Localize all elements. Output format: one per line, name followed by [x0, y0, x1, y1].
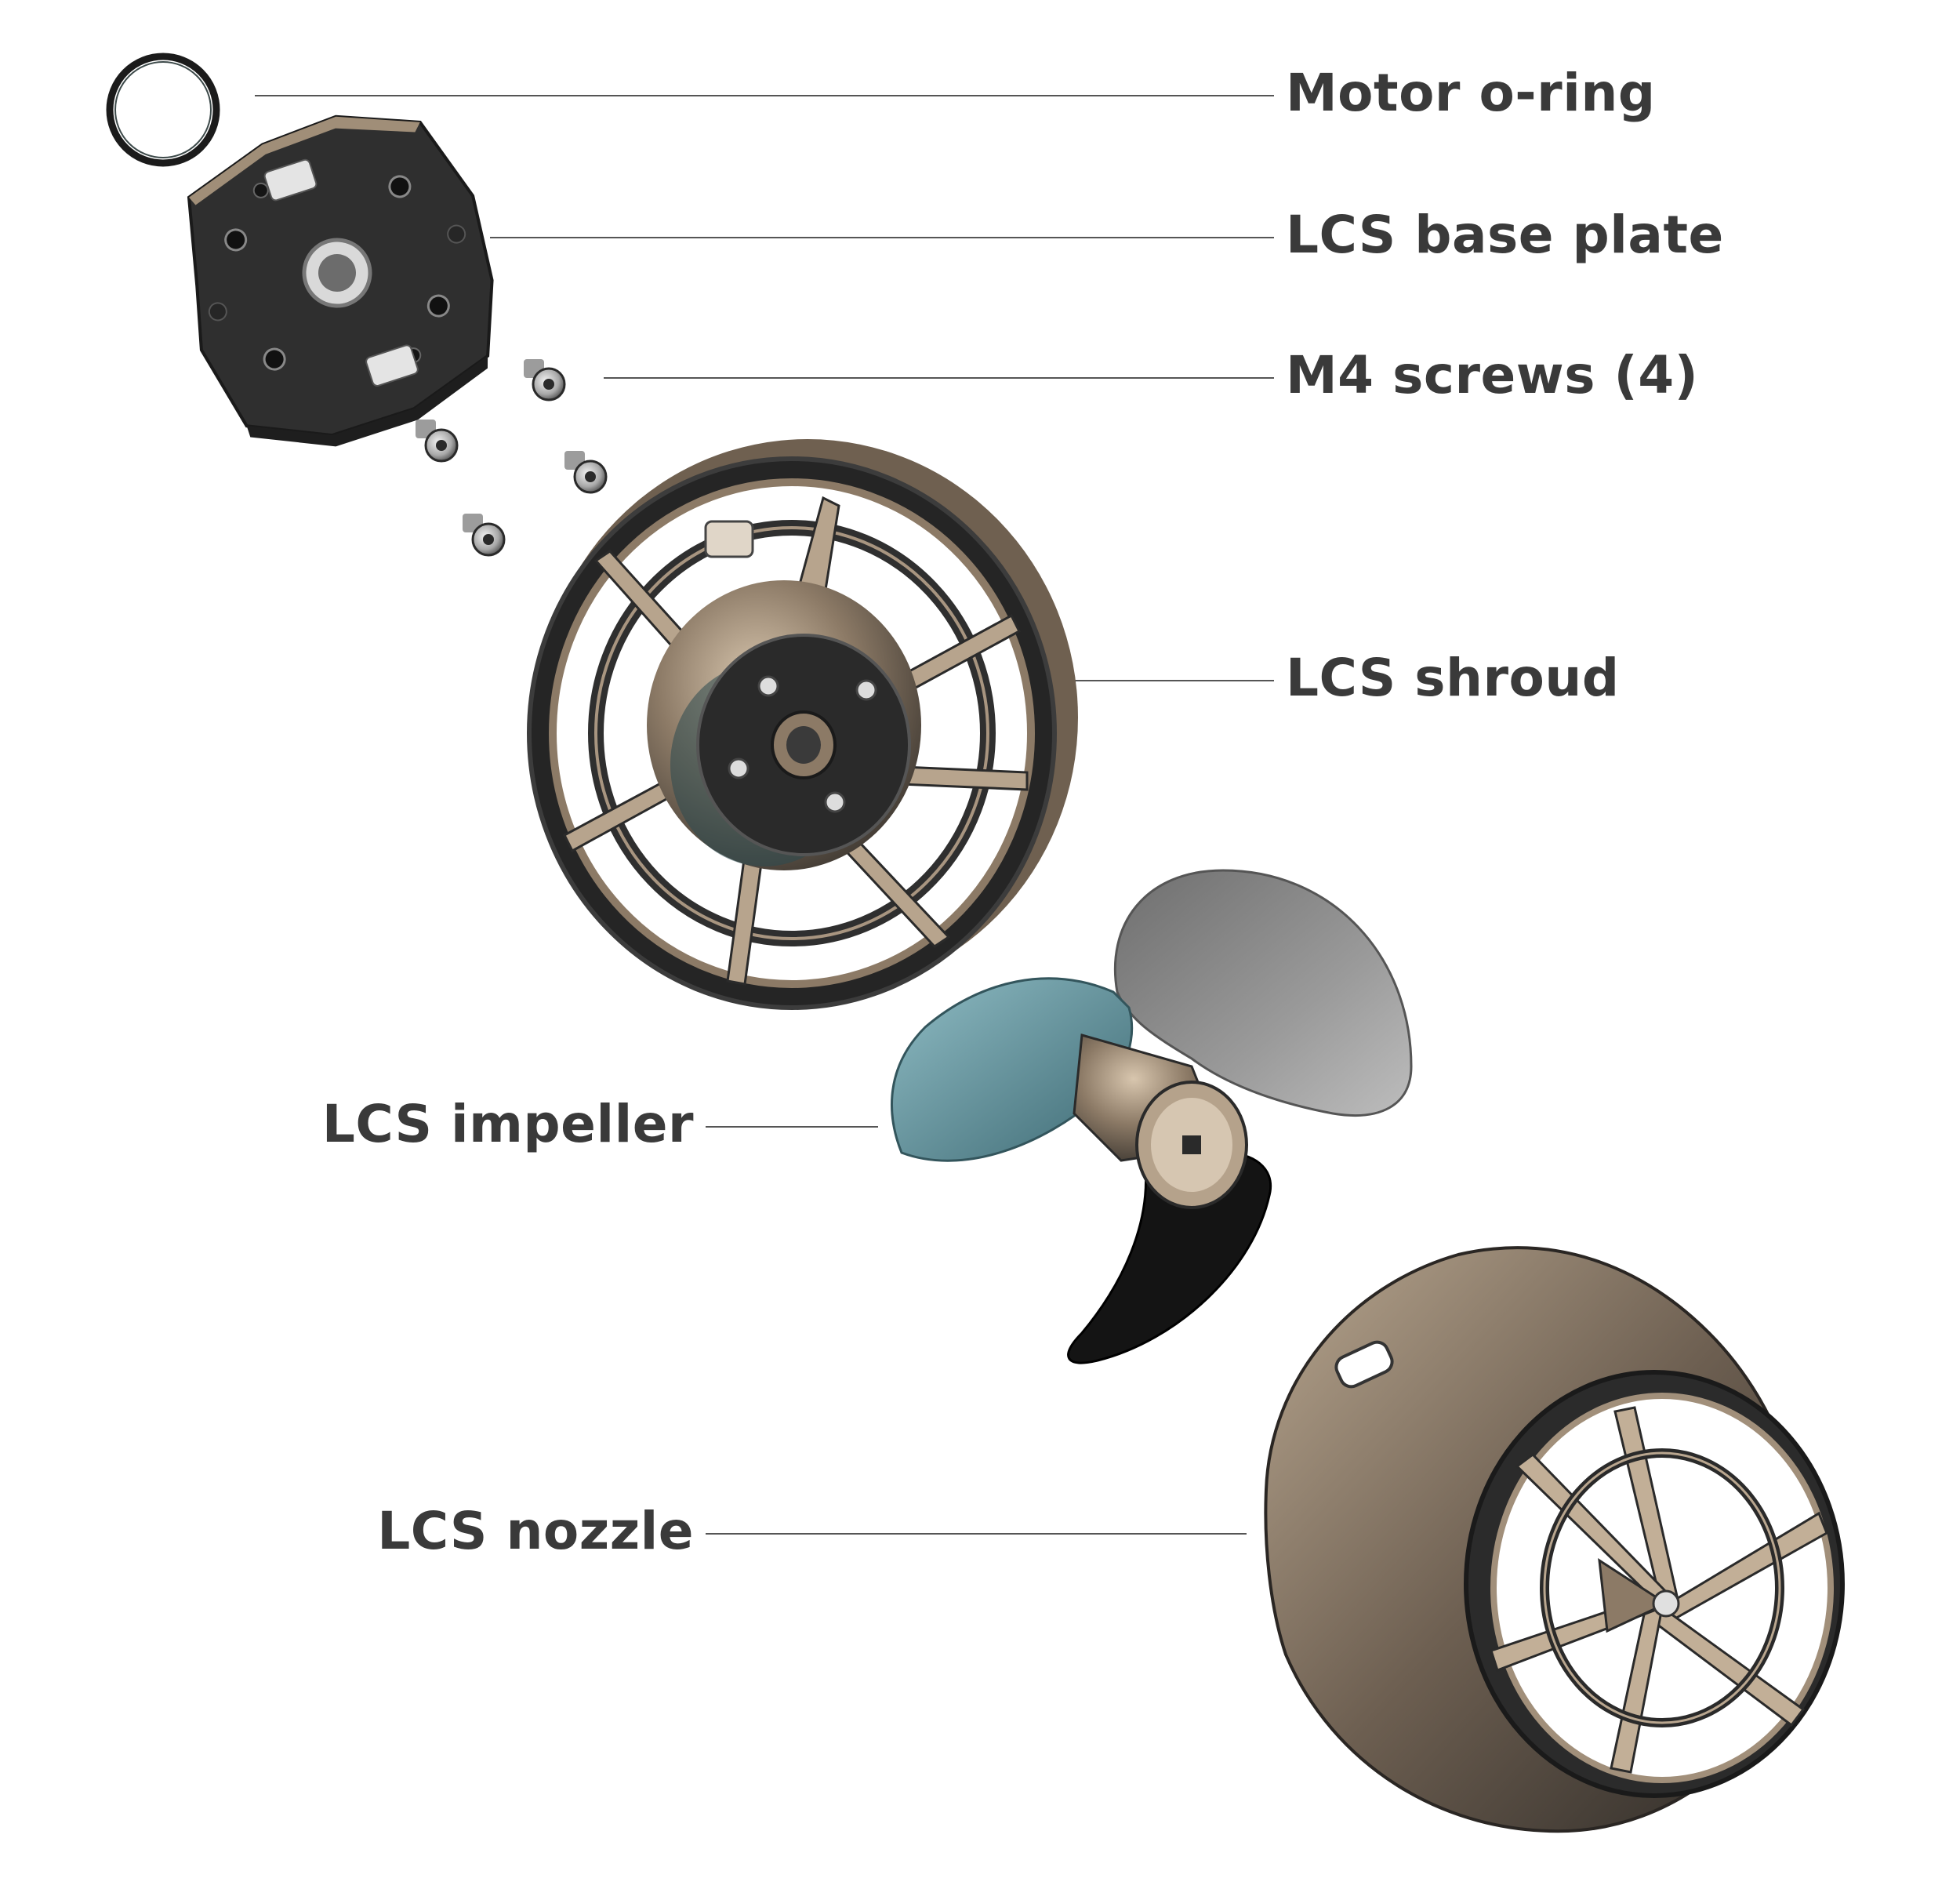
label-nozzle: LCS nozzle: [377, 1501, 694, 1561]
base-plate-part: [187, 114, 494, 447]
impeller-part: [891, 869, 1413, 1364]
screw-1: [524, 359, 566, 401]
label-motor-oring: Motor o-ring: [1286, 63, 1656, 123]
screw-3: [564, 451, 608, 494]
shroud-part: [527, 439, 1078, 1010]
m4-screws-part: [416, 359, 608, 557]
label-base-plate: LCS base plate: [1286, 205, 1724, 265]
screw-4: [463, 514, 506, 557]
label-impeller: LCS impeller: [321, 1094, 694, 1154]
screw-2: [416, 420, 459, 463]
label-m4-screws: M4 screws (4): [1286, 345, 1699, 405]
label-shroud: LCS shroud: [1286, 648, 1620, 708]
motor-oring-part: [106, 53, 220, 167]
nozzle-part: [1264, 1246, 1845, 1833]
leader-lines: [255, 95, 1274, 1535]
